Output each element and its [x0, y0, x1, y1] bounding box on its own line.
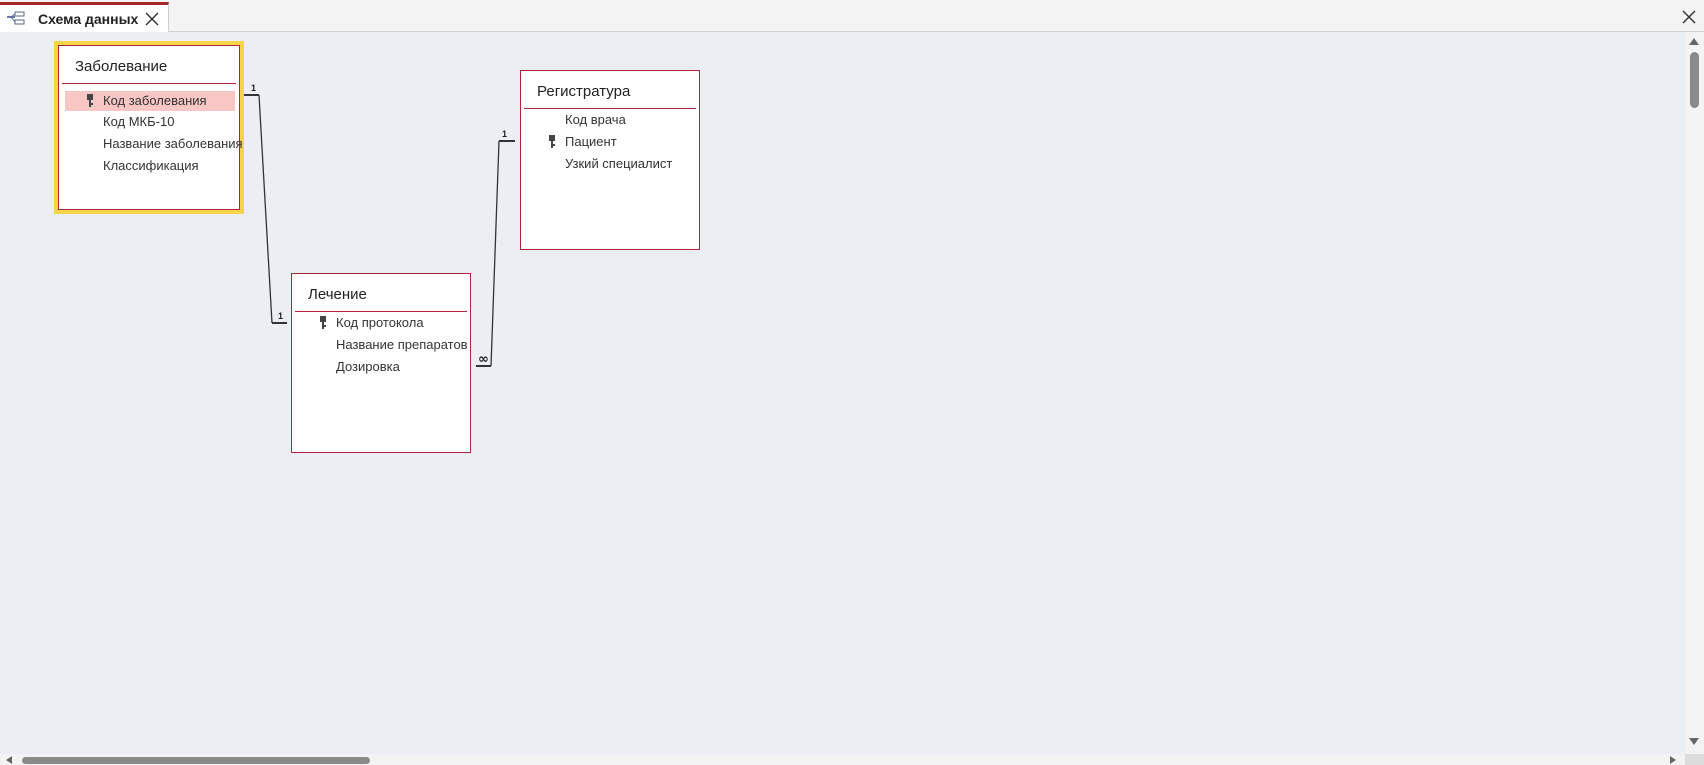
rel-label: ∞	[478, 352, 489, 367]
table-title: Лечение	[308, 286, 367, 303]
scroll-left-icon[interactable]	[6, 756, 12, 764]
close-window-icon[interactable]	[1682, 10, 1696, 24]
field-klassifikaciya[interactable]: Классификация	[65, 156, 235, 176]
table-divider	[295, 311, 467, 312]
close-tab-icon[interactable]	[145, 12, 159, 26]
field-name: Пациент	[565, 134, 617, 149]
document-tab-bar: Схема данных	[0, 0, 1704, 32]
field-pacient[interactable]: Пациент	[527, 132, 695, 152]
table-title: Заболевание	[75, 58, 168, 75]
scroll-up-icon[interactable]	[1689, 38, 1699, 45]
vertical-scrollbar[interactable]	[1685, 32, 1704, 754]
field-name: Код заболевания	[103, 93, 207, 108]
field-name: Код врача	[565, 112, 626, 127]
field-name: Код протокола	[336, 315, 424, 330]
scrollbar-corner	[1685, 754, 1704, 765]
field-nazvanie-preparatov[interactable]: Название препаратов	[298, 335, 468, 355]
rel-label: 1	[251, 83, 256, 93]
relationship-lines: 1 1 1 ∞	[244, 83, 515, 367]
field-name: Название препаратов	[336, 337, 468, 352]
rel-label: 1	[278, 311, 283, 321]
field-kod-mkb[interactable]: Код МКБ-10	[65, 112, 235, 132]
field-dozirovka[interactable]: Дозировка	[298, 357, 466, 377]
table-registratura[interactable]: Регистратура Код врача Пациент Узкий спе…	[520, 70, 700, 250]
field-name: Узкий специалист	[565, 156, 673, 171]
primary-key-icon	[549, 135, 555, 148]
field-nazvanie-zabolevaniya[interactable]: Название заболевания	[65, 134, 243, 154]
field-name: Дозировка	[336, 359, 400, 374]
relationships-icon	[7, 11, 25, 25]
rel-label: 1	[502, 129, 507, 139]
field-name: Название заболевания	[103, 136, 243, 151]
field-name: Код МКБ-10	[103, 114, 175, 129]
field-kod-vracha[interactable]: Код врача	[527, 110, 695, 130]
tab-title: Схема данных	[38, 11, 139, 27]
primary-key-icon	[320, 316, 326, 329]
scroll-right-icon[interactable]	[1670, 756, 1676, 764]
primary-key-icon	[87, 94, 93, 107]
field-name: Классификация	[103, 158, 199, 173]
relationship-canvas[interactable]: 1 1 1 ∞ Заболевание Код заболевания Код …	[0, 32, 1685, 754]
horizontal-scrollbar[interactable]	[0, 754, 1685, 765]
field-uzkiy-specialist[interactable]: Узкий специалист	[527, 154, 695, 174]
table-divider	[62, 83, 236, 84]
field-kod-zabolevaniya[interactable]: Код заболевания	[65, 91, 235, 111]
relationship-registratura-lechenie[interactable]: 1 ∞	[476, 129, 515, 367]
table-divider	[524, 108, 696, 109]
relationship-zabolevanie-lechenie[interactable]: 1 1	[244, 83, 287, 324]
table-title: Регистратура	[537, 83, 631, 100]
tab-relationships[interactable]: Схема данных	[0, 2, 169, 32]
vertical-scroll-thumb[interactable]	[1690, 52, 1699, 108]
horizontal-scroll-thumb[interactable]	[22, 757, 370, 764]
field-kod-protokola[interactable]: Код протокола	[298, 313, 466, 333]
scroll-down-icon[interactable]	[1689, 738, 1699, 745]
table-lechenie[interactable]: Лечение Код протокола Название препарато…	[291, 273, 471, 453]
table-zabolevanie[interactable]: Заболевание Код заболевания Код МКБ-10 Н…	[54, 41, 244, 214]
